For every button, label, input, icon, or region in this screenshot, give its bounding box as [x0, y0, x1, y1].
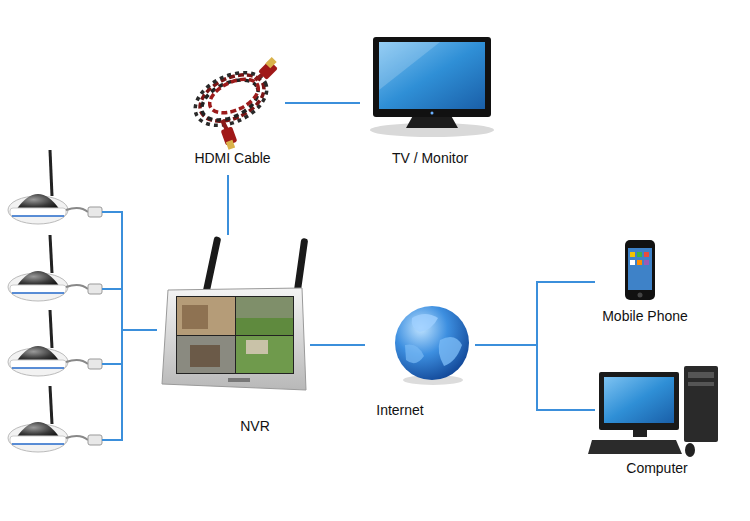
dome-camera-part — [88, 359, 102, 369]
nvr-illustration-part — [177, 297, 235, 335]
recorder-node: NVR — [155, 235, 310, 440]
camera-wire-part — [122, 329, 157, 331]
phone-illustration — [625, 240, 655, 300]
device-label: Mobile Phone — [595, 308, 695, 325]
phone-illustration-part — [630, 260, 635, 265]
nvr-illustration-part — [177, 336, 235, 373]
nvr-illustration-part — [246, 340, 268, 354]
computer-illustration-part — [685, 443, 695, 457]
dome-camera-part — [88, 284, 102, 294]
dome-camera-part — [12, 292, 64, 294]
computer-illustration-part — [688, 382, 714, 386]
monitor-illustration — [370, 37, 494, 137]
phone-illustration-part — [638, 293, 643, 298]
nvr-illustration-part — [228, 378, 250, 382]
nvr-illustration-part — [176, 296, 294, 374]
device-label: TV / Monitor — [360, 150, 500, 167]
dome-camera-part — [50, 235, 52, 273]
nvr-illustration-part — [182, 305, 208, 329]
internet-globe-part — [439, 337, 462, 366]
nvr-illustration-part — [162, 288, 306, 390]
nvr-illustration-part — [190, 345, 220, 367]
hdmi-cable-illustration-part — [226, 140, 235, 150]
hdmi-cable-illustration-part — [265, 57, 276, 68]
dome-camera-part — [10, 285, 66, 293]
dome-camera-part — [10, 360, 66, 368]
dome-camera-part — [88, 207, 102, 217]
nvr-illustration-part — [236, 318, 293, 335]
phone-illustration-part — [630, 252, 635, 257]
computer-illustration-part — [599, 372, 679, 430]
dome-camera-part — [66, 360, 88, 364]
internet-globe-part — [395, 306, 469, 380]
network-node: Internet — [365, 305, 475, 420]
connection-line — [475, 282, 595, 345]
connection-line — [227, 175, 229, 235]
dome-camera-part — [12, 367, 64, 369]
internet-globe-part — [412, 314, 438, 332]
cable-node: HDMI Cable — [180, 50, 285, 175]
dome-camera — [8, 235, 102, 301]
hdmi-cable-illustration-part-part — [196, 72, 265, 128]
device-label: Computer — [607, 460, 707, 477]
dome-camera-part — [66, 436, 88, 440]
hdmi-cable-illustration — [187, 57, 278, 150]
phone-illustration-part — [628, 248, 652, 290]
camera-wire-part — [121, 211, 123, 441]
phone-illustration-part — [644, 252, 649, 257]
computer-illustration — [588, 366, 718, 457]
monitor-illustration-part — [373, 37, 491, 117]
phone-illustration-part — [644, 260, 649, 265]
dome-camera — [8, 386, 102, 452]
dome-camera-part — [50, 310, 52, 348]
camera-wire-part — [102, 363, 122, 365]
camera-wire — [102, 211, 157, 441]
connection-line — [285, 102, 360, 104]
camera-wire-part — [102, 439, 122, 441]
monitor-illustration-part — [379, 42, 440, 90]
phone-node: Mobile Phone — [595, 238, 695, 328]
dome-camera-part — [66, 208, 88, 212]
dome-camera-part — [12, 443, 64, 445]
dome-camera — [8, 150, 102, 224]
phone-illustration-part — [637, 252, 642, 257]
computer-illustration-part — [588, 440, 682, 454]
dome-camera-part — [88, 435, 102, 445]
computer-illustration-part — [688, 372, 714, 378]
hdmi-cable-illustration-part-part — [193, 66, 272, 131]
display-node: TV / Monitor — [360, 35, 500, 175]
device-label: HDMI Cable — [180, 150, 285, 167]
dome-camera-part — [50, 386, 52, 424]
internet-globe — [395, 306, 469, 385]
dome-camera-part — [12, 215, 64, 217]
camera-group — [8, 150, 157, 452]
dome-camera-part — [50, 150, 52, 196]
dome-camera-part — [10, 436, 66, 444]
computer-illustration-part — [604, 377, 674, 423]
monitor-illustration-part — [379, 42, 485, 109]
dome-camera — [8, 310, 102, 376]
nvr-illustration-part — [236, 336, 293, 373]
computer-illustration-part — [633, 430, 647, 437]
dome-camera-part — [66, 285, 88, 289]
nvr-illustration — [162, 236, 308, 390]
device-label: NVR — [205, 418, 305, 435]
connection-line — [475, 345, 595, 410]
nvr-illustration-part — [236, 297, 293, 335]
device-label: Internet — [365, 402, 435, 419]
computer-node: Computer — [595, 368, 720, 480]
phone-illustration-part — [637, 260, 642, 265]
connection-line — [310, 344, 365, 346]
internet-globe-part — [405, 344, 424, 363]
monitor-illustration-part — [431, 112, 434, 115]
camera-wire-part — [102, 211, 122, 213]
phone-illustration-part — [625, 240, 655, 300]
dome-camera-part — [10, 208, 66, 216]
computer-illustration-part — [684, 366, 718, 442]
camera-wire-part — [102, 288, 122, 290]
